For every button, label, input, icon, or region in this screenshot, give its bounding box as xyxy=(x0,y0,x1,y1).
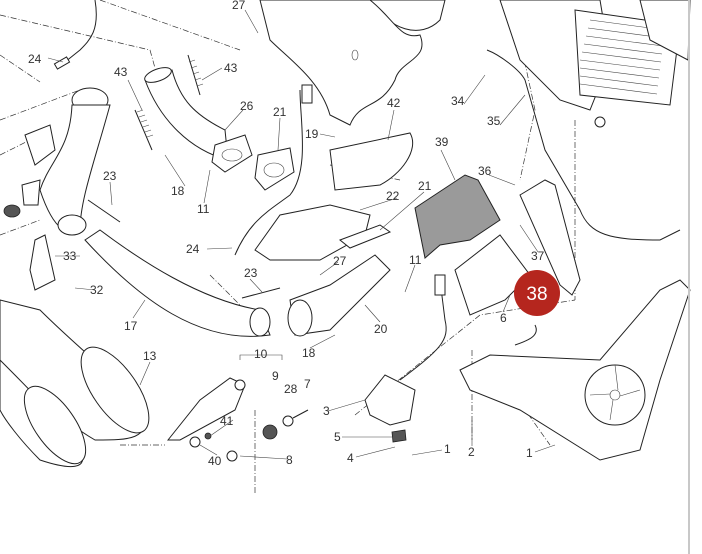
exhaust-pipe-17 xyxy=(84,229,271,337)
part-label[interactable]: 23 xyxy=(244,266,258,280)
part-label[interactable]: 11 xyxy=(409,253,422,267)
bolt-7 xyxy=(292,409,309,419)
part-label[interactable]: 17 xyxy=(124,319,138,333)
heat-shield-22 xyxy=(254,204,371,261)
part-label[interactable]: 9 xyxy=(272,369,279,383)
fan-assembly xyxy=(459,279,691,461)
part-label[interactable]: 1 xyxy=(444,442,451,456)
oxygen-sensor-cable-center xyxy=(234,89,303,256)
spring-23-center xyxy=(241,287,281,299)
bracket-33 xyxy=(29,234,56,291)
part-label[interactable]: 4 xyxy=(347,451,354,465)
part-label[interactable]: 27 xyxy=(232,0,246,12)
part-label[interactable]: 8 xyxy=(286,453,293,467)
part-label[interactable]: 36 xyxy=(478,164,492,178)
part-label[interactable]: 3 xyxy=(323,404,330,418)
part-label[interactable]: 13 xyxy=(143,349,157,363)
part-label[interactable]: 5 xyxy=(334,430,341,444)
silencer-13 xyxy=(0,299,150,468)
part-label[interactable]: 24 xyxy=(186,242,200,256)
cover-39 xyxy=(414,174,501,259)
part-label[interactable]: 35 xyxy=(487,114,501,128)
oxygen-sensor-cable xyxy=(64,0,97,63)
part-label[interactable]: 40 xyxy=(208,454,222,468)
part-label[interactable]: 11 xyxy=(197,202,210,216)
gasket-21b xyxy=(339,224,392,249)
pipe-35 xyxy=(486,49,681,241)
part-label[interactable]: 7 xyxy=(304,377,311,391)
part-label[interactable]: 34 xyxy=(451,94,465,108)
part-label[interactable]: 42 xyxy=(387,96,401,110)
part-label[interactable]: 43 xyxy=(114,65,128,79)
part-label[interactable]: 33 xyxy=(63,249,77,263)
connector-cable xyxy=(399,279,447,381)
bracket-37 xyxy=(519,179,581,296)
spring-43-left xyxy=(134,109,154,151)
part-labels: 27 24 43 43 26 21 19 42 34 35 18 11 23 3… xyxy=(28,0,545,468)
part-label[interactable]: 28 xyxy=(284,382,298,396)
part-label[interactable]: 18 xyxy=(171,184,185,198)
heat-shield-42 xyxy=(329,132,414,191)
bushing-8 xyxy=(226,450,238,462)
highlighted-part-badge[interactable]: 38 xyxy=(514,270,560,316)
part-label[interactable]: 10 xyxy=(254,347,268,361)
bracket-10 xyxy=(166,377,246,441)
oxygen-sensor xyxy=(53,56,71,70)
part-label[interactable]: 39 xyxy=(435,135,449,149)
nut-41 xyxy=(204,432,212,440)
part-label[interactable]: 6 xyxy=(500,311,507,325)
part-label[interactable]: 21 xyxy=(273,105,287,119)
part-label[interactable]: 1 xyxy=(526,446,533,460)
engine-assembly xyxy=(369,0,691,128)
part-label[interactable]: 41 xyxy=(220,414,234,428)
part-label[interactable]: 20 xyxy=(374,322,388,336)
hose-clip xyxy=(514,324,537,346)
rubber-mount-9 xyxy=(262,424,278,440)
flange-26 xyxy=(211,134,253,173)
part-label[interactable]: 24 xyxy=(28,52,42,66)
radiator-fins xyxy=(579,19,666,95)
washer-40 xyxy=(189,436,201,448)
heat-shield-upper xyxy=(259,0,423,126)
vertical-scrollbar[interactable] xyxy=(688,0,690,554)
part-label[interactable]: 22 xyxy=(386,189,400,203)
badge-label: 38 xyxy=(526,284,547,305)
actuator-3 xyxy=(364,374,416,426)
part-label[interactable]: 26 xyxy=(240,99,254,113)
part-label[interactable]: 32 xyxy=(90,283,104,297)
part-label[interactable]: 2 xyxy=(468,445,475,459)
part-label[interactable]: 37 xyxy=(531,249,545,263)
seal-5 xyxy=(391,429,407,443)
part-label[interactable]: 21 xyxy=(418,179,432,193)
spring-23-left xyxy=(87,199,121,223)
part-label[interactable]: 23 xyxy=(103,169,117,183)
gasket-21 xyxy=(254,147,295,191)
leader-lines xyxy=(47,9,556,460)
washer-28 xyxy=(282,415,294,427)
part-label[interactable]: 43 xyxy=(224,61,238,75)
spring-43-right xyxy=(187,54,204,96)
part-label[interactable]: 27 xyxy=(333,254,347,268)
exhaust-header-left xyxy=(3,87,111,236)
part-label[interactable]: 18 xyxy=(302,346,316,360)
part-label[interactable]: 19 xyxy=(305,127,319,141)
